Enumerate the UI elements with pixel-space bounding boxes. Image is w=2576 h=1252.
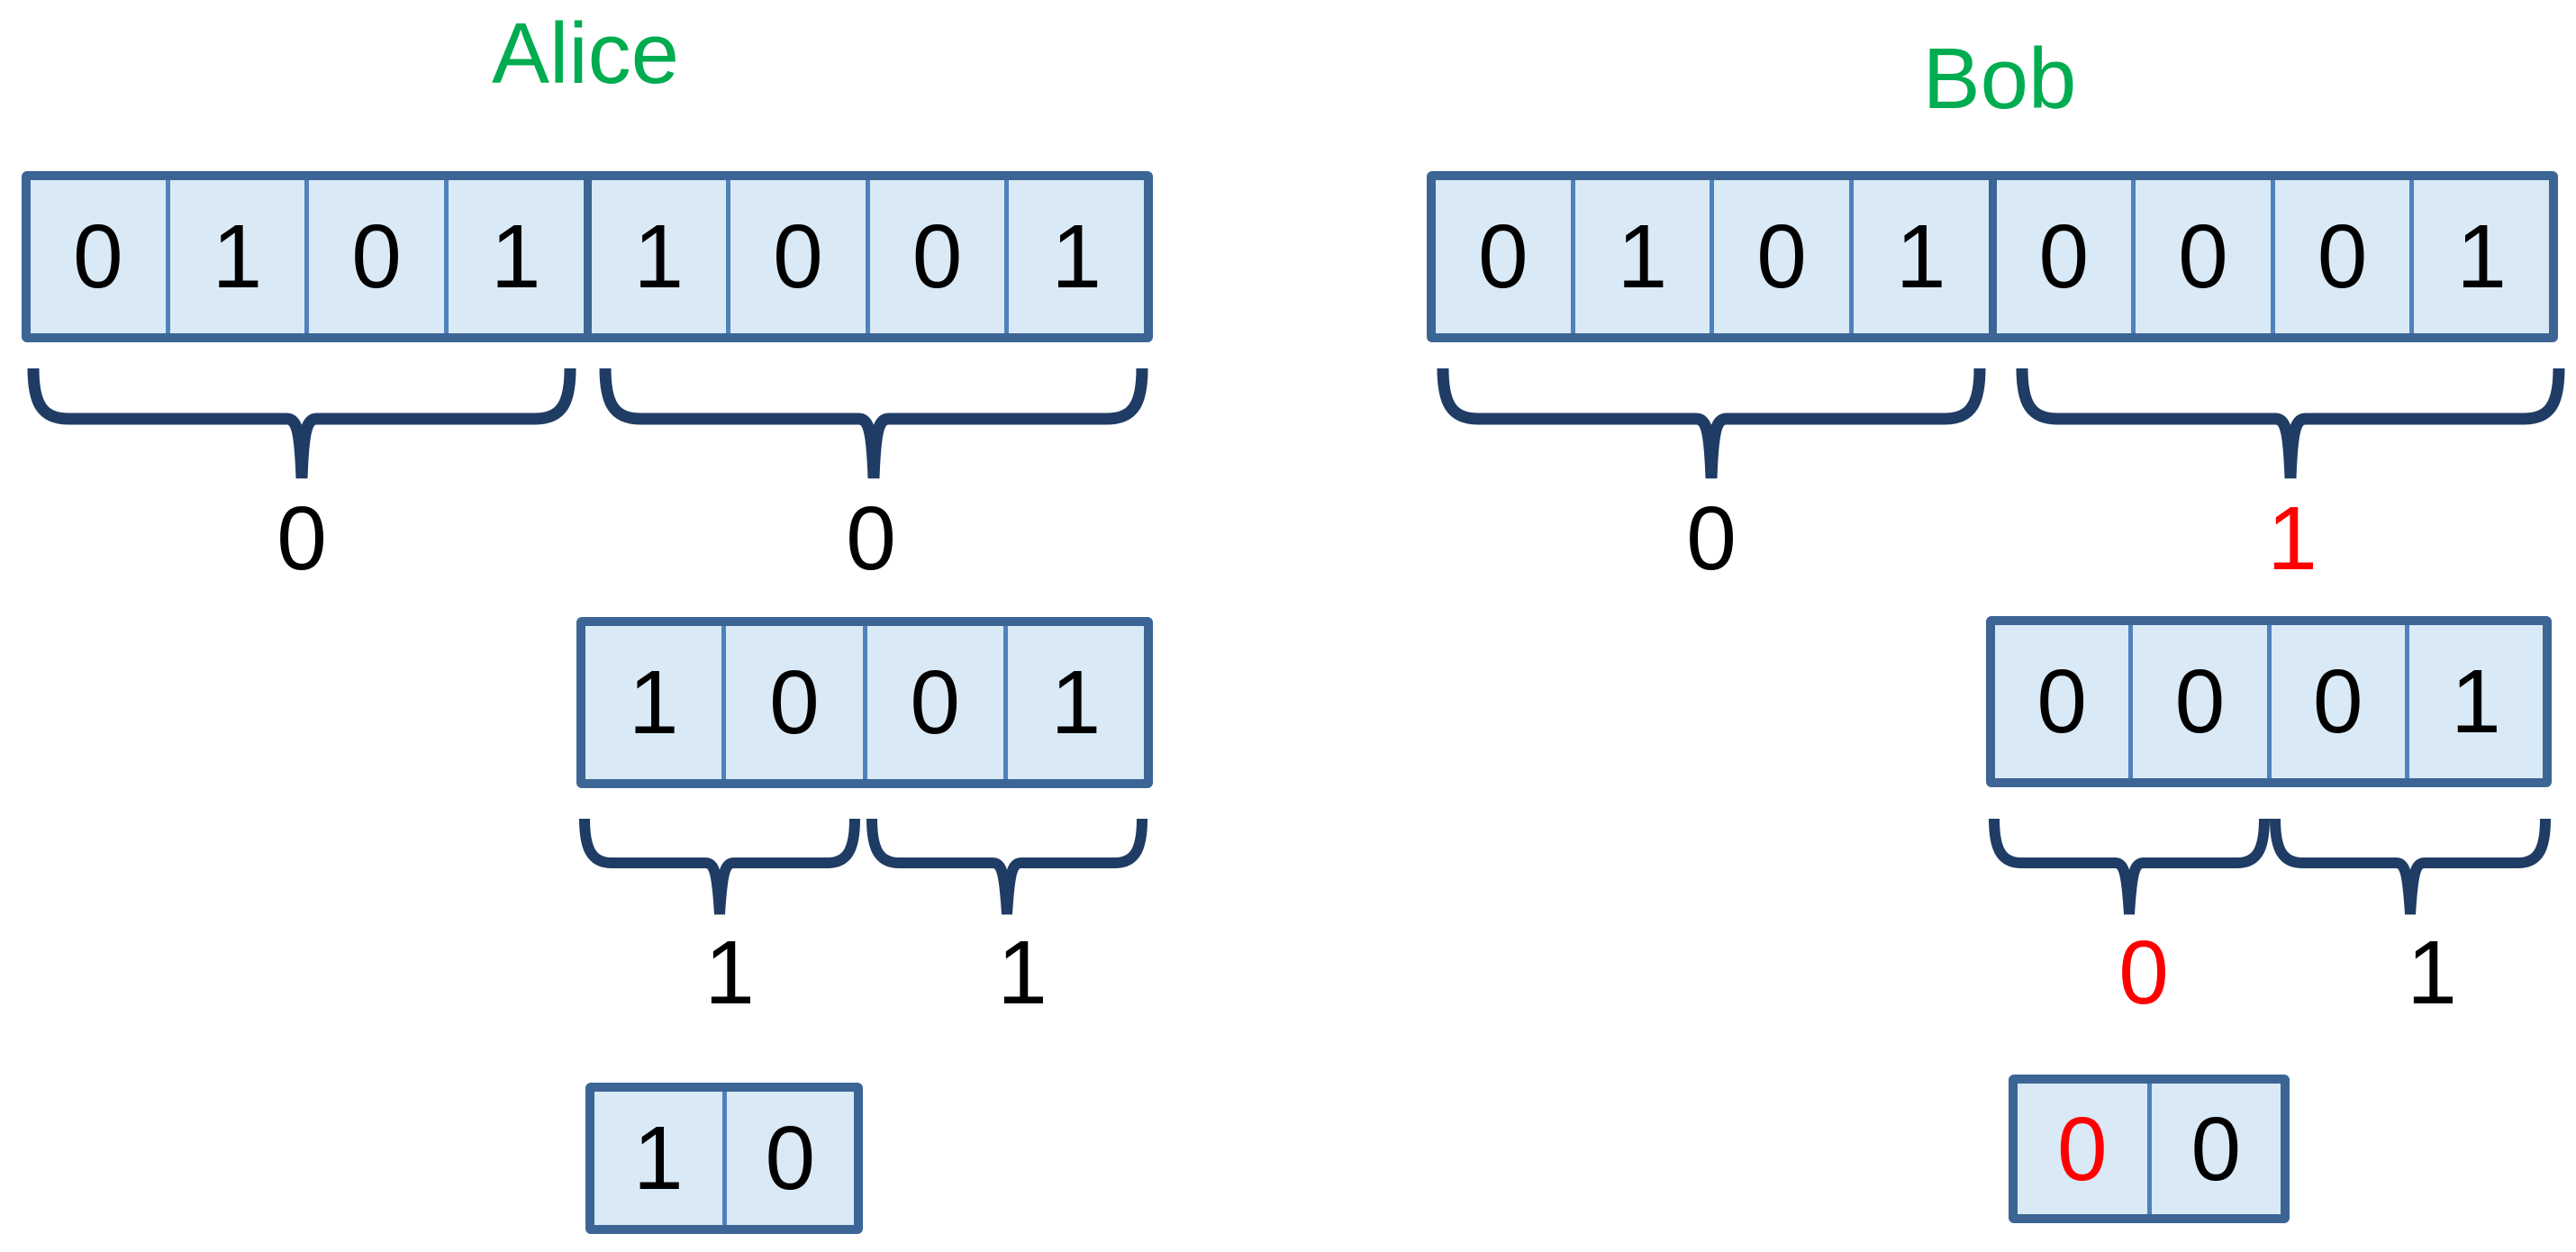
bob-title: Bob [1922,31,2077,127]
bit-cell: 1 [443,180,584,333]
bit-cell: 1 [628,652,679,753]
bit-cell: 1 [1848,180,1989,333]
alice-hash-label: 1 [704,922,755,1023]
bit-cell: 0 [2036,651,2087,752]
bit-cell-mismatch: 0 [2056,1098,2108,1200]
bit-cell: 0 [1988,180,2132,333]
bit-cell: 0 [862,626,1003,779]
bit-cell: 0 [2131,180,2271,333]
bit-cell: 0 [1710,180,1849,333]
underbrace-icon [866,818,1147,915]
bit-cell: 0 [2270,180,2410,333]
bit-cell: 1 [1004,180,1144,333]
bit-cell: 0 [721,1092,855,1225]
bit-cell: 0 [726,180,866,333]
bit-cell: 1 [632,1108,684,1209]
bob-bitstring-row3: 0 0 [2009,1075,2290,1223]
bob-hash-label: 0 [1686,488,1737,589]
underbrace-icon [599,367,1148,479]
alice-bitstring-row1: 0 1 0 1 1 0 0 1 [22,171,1153,342]
alice-bitstring-row2: 1 0 0 1 [576,617,1153,788]
underbrace-icon [1437,367,1986,479]
bob-bitstring-row1: 0 1 0 1 0 0 0 1 [1427,171,2558,342]
bob-hash-label-mismatch: 1 [2267,488,2317,589]
bit-cell: 0 [304,180,444,333]
bit-cell: 0 [1478,206,1528,307]
underbrace-icon [2270,818,2551,915]
bit-cell: 0 [2146,1084,2281,1214]
bob-hash-label: 1 [2407,922,2457,1023]
bit-cell: 0 [73,206,123,307]
bit-cell: 1 [1002,626,1144,779]
bit-cell: 1 [165,180,305,333]
underbrace-icon [27,367,576,479]
alice-title: Alice [491,5,680,102]
bit-cell: 1 [2404,625,2543,778]
alice-hash-label: 0 [277,488,327,589]
bit-cell: 0 [2128,625,2266,778]
bit-cell: 0 [721,626,862,779]
bob-hash-label-mismatch: 0 [2118,922,2169,1023]
bit-cell: 0 [865,180,1005,333]
bit-cell: 0 [2266,625,2405,778]
alice-hash-label: 1 [997,922,1048,1023]
alice-bitstring-row3: 1 0 [585,1083,863,1234]
underbrace-icon [1989,818,2270,915]
alice-hash-label: 0 [846,488,896,589]
bit-cell: 1 [2409,180,2549,333]
underbrace-icon [579,818,860,915]
bit-cell: 1 [583,180,727,333]
bob-bitstring-row2: 0 0 0 1 [1986,616,2552,787]
underbrace-icon [2016,367,2565,479]
bit-cell: 1 [1570,180,1710,333]
